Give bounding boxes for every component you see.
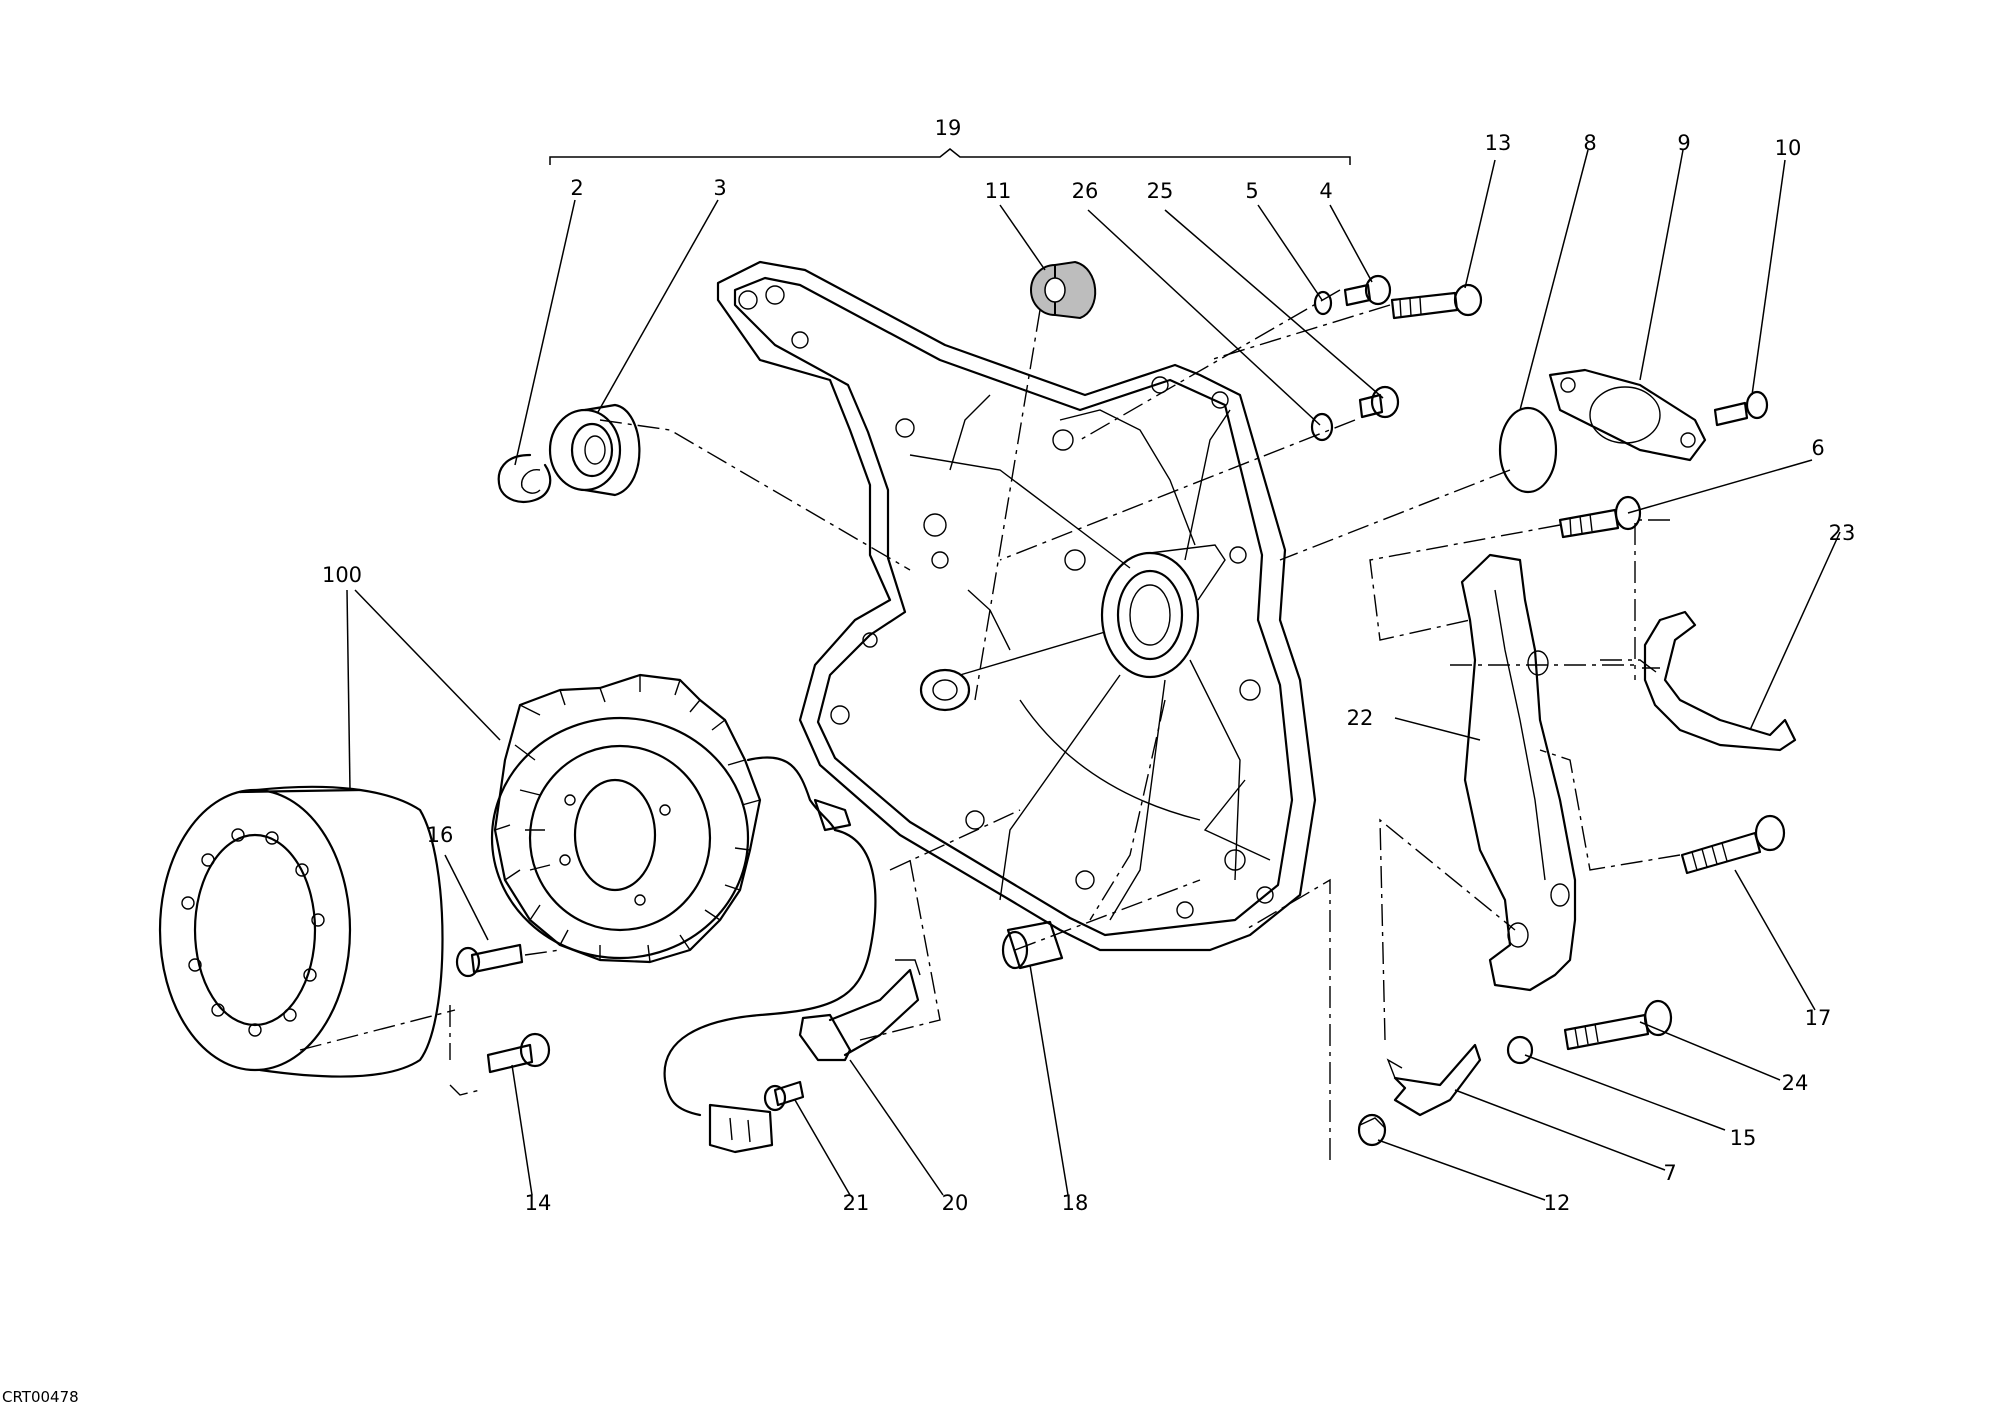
- callout-4: 4: [1319, 179, 1332, 203]
- callout-5: 5: [1245, 179, 1258, 203]
- callout-22: 22: [1347, 706, 1374, 730]
- rotor: [158, 785, 444, 1078]
- callout-7: 7: [1663, 1161, 1676, 1185]
- screw-24: [1563, 999, 1673, 1051]
- generator-cover: [716, 260, 1317, 952]
- callout-8: 8: [1583, 131, 1596, 155]
- callout-11: 11: [985, 179, 1012, 203]
- assembly-19-bracket: [549, 148, 1351, 165]
- screw-13: [1390, 283, 1483, 320]
- callout-12: 12: [1544, 1191, 1571, 1215]
- callout-24: 24: [1782, 1071, 1809, 1095]
- callout-6: 6: [1811, 436, 1824, 460]
- callout-9: 9: [1677, 131, 1690, 155]
- callout-17: 17: [1805, 1006, 1832, 1030]
- stator: [490, 673, 877, 1154]
- washer-26: [1310, 412, 1334, 442]
- screw-14: [486, 1032, 551, 1074]
- o-ring: [1498, 406, 1558, 494]
- washer-15: [1506, 1035, 1534, 1065]
- washer-5: [1313, 290, 1333, 316]
- callout-21: 21: [843, 1191, 870, 1215]
- cover-plate: [1548, 368, 1707, 462]
- screw-25: [1358, 385, 1400, 419]
- callout-15: 15: [1730, 1126, 1757, 1150]
- screw-17: [1680, 814, 1786, 875]
- screw-21: [763, 1080, 805, 1112]
- callout-14: 14: [525, 1191, 552, 1215]
- screw-16: [455, 943, 524, 978]
- bracket: [1460, 553, 1577, 992]
- callout-18: 18: [1062, 1191, 1089, 1215]
- screw-10: [1713, 390, 1769, 427]
- callout-16: 16: [427, 823, 454, 847]
- callout-25: 25: [1147, 179, 1174, 203]
- leader-lines: [346, 149, 1841, 1201]
- screw-6: [1558, 495, 1642, 539]
- circlip: [497, 453, 552, 504]
- callout-13: 13: [1485, 131, 1512, 155]
- callout-2: 2: [570, 176, 583, 200]
- alignment-lines: [299, 289, 1681, 1160]
- cable-clamp: [798, 959, 921, 1062]
- callout-100: 100: [322, 563, 362, 587]
- spacer: [1001, 920, 1064, 970]
- callout-19: 19: [935, 116, 962, 140]
- bearing: [548, 403, 641, 497]
- screw-4: [1343, 274, 1392, 307]
- callout-20: 20: [942, 1191, 969, 1215]
- callout-26: 26: [1072, 179, 1099, 203]
- callout-labels: 19 2 3 11 26 25 5 4 13 8 9 10 6 23 22 10…: [322, 116, 1855, 1215]
- spring-clip: [1386, 1043, 1482, 1117]
- drawing-code: CRT00478: [2, 1388, 79, 1406]
- grommet: [1357, 1113, 1387, 1147]
- callout-10: 10: [1775, 136, 1802, 160]
- callout-3: 3: [713, 176, 726, 200]
- oil-seal: [1030, 260, 1097, 320]
- callout-23: 23: [1829, 521, 1856, 545]
